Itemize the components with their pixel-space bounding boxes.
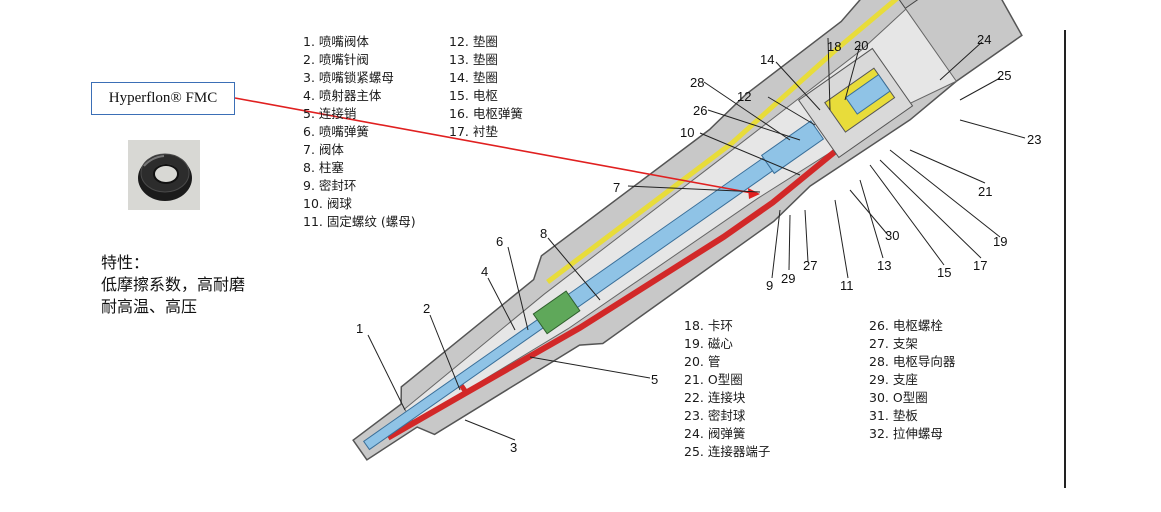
- parts-list-item: 6. 喷嘴弹簧: [303, 124, 369, 139]
- label-28: 28: [690, 75, 704, 90]
- label-10: 10: [680, 125, 694, 140]
- parts-list-item: 21. O型圈: [684, 372, 743, 387]
- parts-list-item: 7. 阀体: [303, 142, 344, 157]
- parts-list-item: 9. 密封环: [303, 178, 357, 193]
- label-29: 29: [781, 271, 795, 286]
- label-11: 11: [840, 278, 854, 293]
- parts-list-item: 15. 电枢: [449, 88, 498, 103]
- parts-list-item: 24. 阀弹簧: [684, 426, 746, 441]
- parts-list-3: 18. 卡环 19. 磁心 20. 管 21. O型圈 22. 连接块 23. …: [684, 317, 770, 461]
- label-15: 15: [937, 265, 951, 280]
- label-26: 26: [693, 103, 707, 118]
- parts-list-item: 19. 磁心: [684, 336, 733, 351]
- parts-list-4: 26. 电枢螺栓 27. 支架 28. 电枢导向器 29. 支座 30. O型圈…: [869, 317, 955, 443]
- label-5: 5: [651, 372, 658, 387]
- label-19: 19: [993, 234, 1007, 249]
- label-24: 24: [977, 32, 991, 47]
- parts-list-item: 12. 垫圈: [449, 34, 498, 49]
- parts-list-item: 5. 连接销: [303, 106, 357, 121]
- parts-list-1: 1. 喷嘴阀体 2. 喷嘴针阀 3. 喷嘴锁紧螺母 4. 喷射器主体 5. 连接…: [303, 33, 416, 231]
- label-12: 12: [737, 89, 751, 104]
- parts-list-item: 26. 电枢螺栓: [869, 318, 943, 333]
- label-2: 2: [423, 301, 430, 316]
- parts-list-item: 27. 支架: [869, 336, 918, 351]
- parts-list-item: 25. 连接器端子: [684, 444, 771, 459]
- parts-list-item: 10. 阀球: [303, 196, 352, 211]
- parts-list-item: 22. 连接块: [684, 390, 746, 405]
- parts-list-item: 17. 衬垫: [449, 124, 498, 139]
- callout-arrow-line: [234, 97, 753, 194]
- product-callout-box: Hyperflon® FMC: [91, 82, 235, 115]
- parts-list-item: 31. 垫板: [869, 408, 918, 423]
- parts-list-item: 20. 管: [684, 354, 721, 369]
- parts-list-item: 14. 垫圈: [449, 70, 498, 85]
- properties-title: 特性：: [101, 253, 150, 272]
- label-20: 20: [854, 38, 868, 53]
- label-14: 14: [760, 52, 774, 67]
- label-4: 4: [481, 264, 488, 279]
- label-27: 27: [803, 258, 817, 273]
- parts-list-item: 8. 柱塞: [303, 160, 344, 175]
- label-17: 17: [973, 258, 987, 273]
- parts-list-item: 4. 喷射器主体: [303, 88, 382, 103]
- label-13: 13: [877, 258, 891, 273]
- callout-arrow-head: [748, 188, 760, 199]
- parts-list-item: 23. 密封球: [684, 408, 746, 423]
- label-23: 23: [1027, 132, 1041, 147]
- label-1: 1: [356, 321, 363, 336]
- label-30: 30: [885, 228, 899, 243]
- parts-list-2: 12. 垫圈 13. 垫圈 14. 垫圈 15. 电枢 16. 电枢弹簧 17.…: [449, 33, 523, 141]
- label-21: 21: [978, 184, 992, 199]
- label-25: 25: [997, 68, 1011, 83]
- parts-list-item: 2. 喷嘴针阀: [303, 52, 369, 67]
- parts-list-item: 30. O型圈: [869, 390, 928, 405]
- parts-list-item: 1. 喷嘴阀体: [303, 34, 369, 49]
- right-border-line: [1064, 30, 1066, 488]
- properties-line-2: 耐高温、高压: [101, 297, 198, 316]
- parts-list-item: 3. 喷嘴锁紧螺母: [303, 70, 394, 85]
- injector-body: [352, 0, 1023, 461]
- parts-list-item: 29. 支座: [869, 372, 918, 387]
- label-6: 6: [496, 234, 503, 249]
- parts-list-item: 28. 电枢导向器: [869, 354, 956, 369]
- label-3: 3: [510, 440, 517, 455]
- parts-list-item: 13. 垫圈: [449, 52, 498, 67]
- parts-list-item: 18. 卡环: [684, 318, 733, 333]
- parts-list-item: 32. 拉伸螺母: [869, 426, 943, 441]
- diagram-number-labels: 1 2 3 4 5 6 7 8 9 10 11 12 13 14 15 17 1…: [356, 32, 1041, 455]
- label-18: 18: [827, 39, 841, 54]
- label-9: 9: [766, 278, 773, 293]
- properties-line-1: 低摩擦系数，高耐磨: [101, 275, 246, 294]
- label-7: 7: [613, 180, 620, 195]
- parts-list-item: 11. 固定螺纹 (螺母): [303, 214, 416, 229]
- seal-ring-image: [128, 140, 200, 210]
- product-callout-label: Hyperflon® FMC: [108, 90, 218, 106]
- parts-list-item: 16. 电枢弹簧: [449, 106, 523, 121]
- label-8: 8: [540, 226, 547, 241]
